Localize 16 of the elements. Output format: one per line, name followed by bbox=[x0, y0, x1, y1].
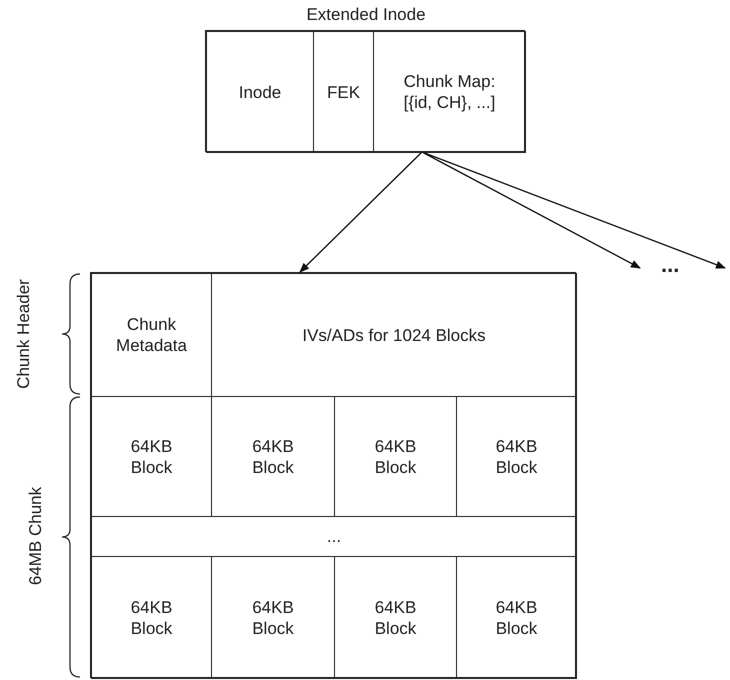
field-cell: IVs/ADs for 1024 Blocks bbox=[211, 273, 577, 397]
arrow bbox=[299, 152, 422, 273]
field-cell: 64KB Block bbox=[456, 556, 577, 679]
chunk-box bbox=[90, 272, 576, 678]
field-cell: ... bbox=[91, 516, 577, 557]
brace-label: Chunk Header bbox=[14, 279, 34, 389]
ellipsis-text: ... bbox=[661, 252, 680, 278]
field-cell: 64KB Block bbox=[91, 556, 212, 679]
field-cell: FEK bbox=[313, 31, 374, 153]
box-title: Extended Inode bbox=[305, 4, 427, 25]
arrow bbox=[422, 151, 641, 269]
brace-label: 64MB Chunk bbox=[26, 486, 46, 586]
field-cell: Chunk Metadata bbox=[91, 273, 212, 397]
field-cell: Inode bbox=[206, 31, 314, 153]
field-cell: Chunk Map: [{id, CH}, ...] bbox=[373, 31, 526, 153]
arrow bbox=[422, 151, 726, 269]
